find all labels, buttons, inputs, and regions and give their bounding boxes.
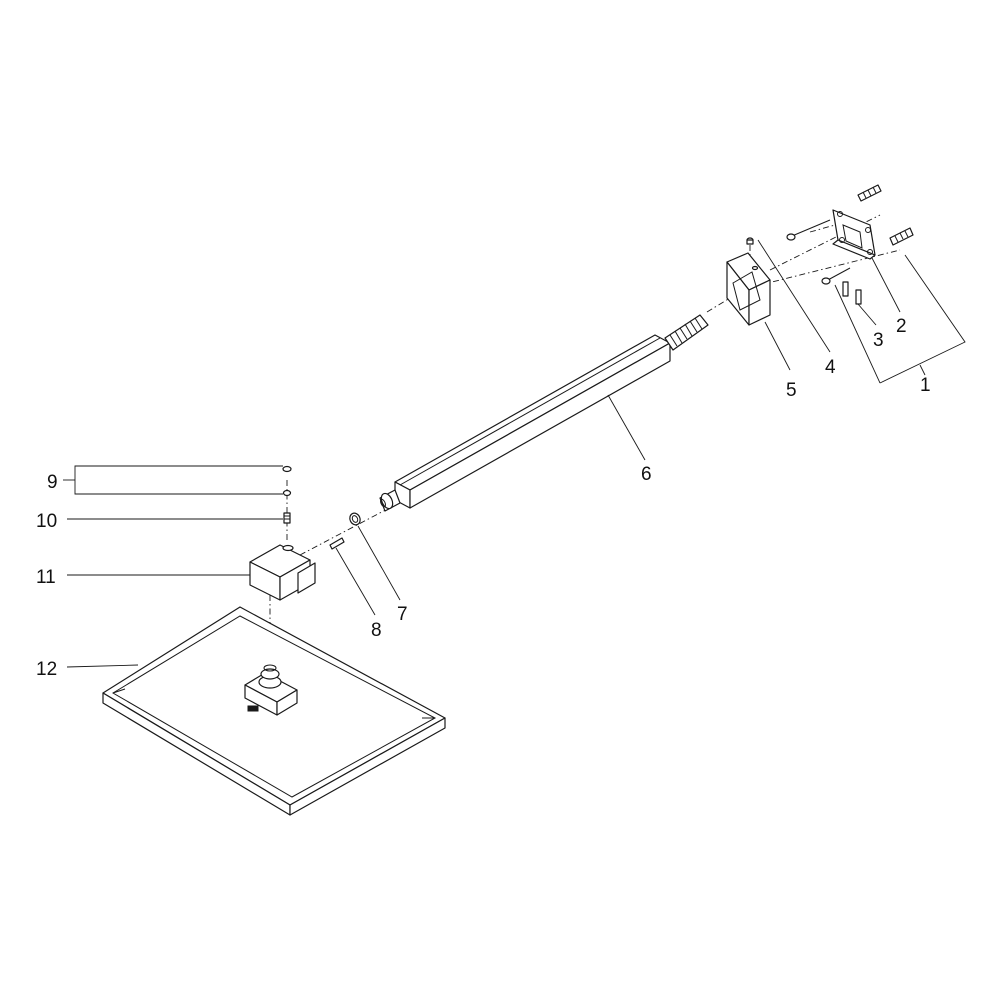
callout-4: 4 xyxy=(825,357,836,378)
callout-3: 3 xyxy=(873,330,884,351)
callout-9: 9 xyxy=(47,472,58,493)
callout-8: 8 xyxy=(371,620,382,641)
part-12-shower-head xyxy=(102,606,446,816)
part-7-o-ring xyxy=(349,512,361,526)
callout-1: 1 xyxy=(920,375,931,396)
callout-5: 5 xyxy=(786,380,797,401)
part-10-set-screw xyxy=(283,512,291,524)
callout-7: 7 xyxy=(397,604,408,625)
part-4-grub-screw xyxy=(746,237,754,245)
leader-lines xyxy=(63,239,966,668)
part-11-elbow-block xyxy=(249,544,316,601)
part-6-shower-arm xyxy=(379,314,709,512)
callout-2: 2 xyxy=(896,316,907,337)
callout-10: 10 xyxy=(36,511,57,532)
part-8-pin xyxy=(329,537,345,550)
callout-11: 11 xyxy=(36,567,56,588)
part-5-wall-rosette xyxy=(726,252,771,326)
part-9-cap-washer xyxy=(282,465,292,497)
part-3-screws-plugs xyxy=(786,184,914,305)
callout-12: 12 xyxy=(36,659,57,680)
callout-6: 6 xyxy=(641,464,652,485)
part-2-wall-bracket xyxy=(832,209,876,260)
callout-labels: 1 2 3 4 5 6 7 8 9 10 11 12 xyxy=(36,316,931,680)
